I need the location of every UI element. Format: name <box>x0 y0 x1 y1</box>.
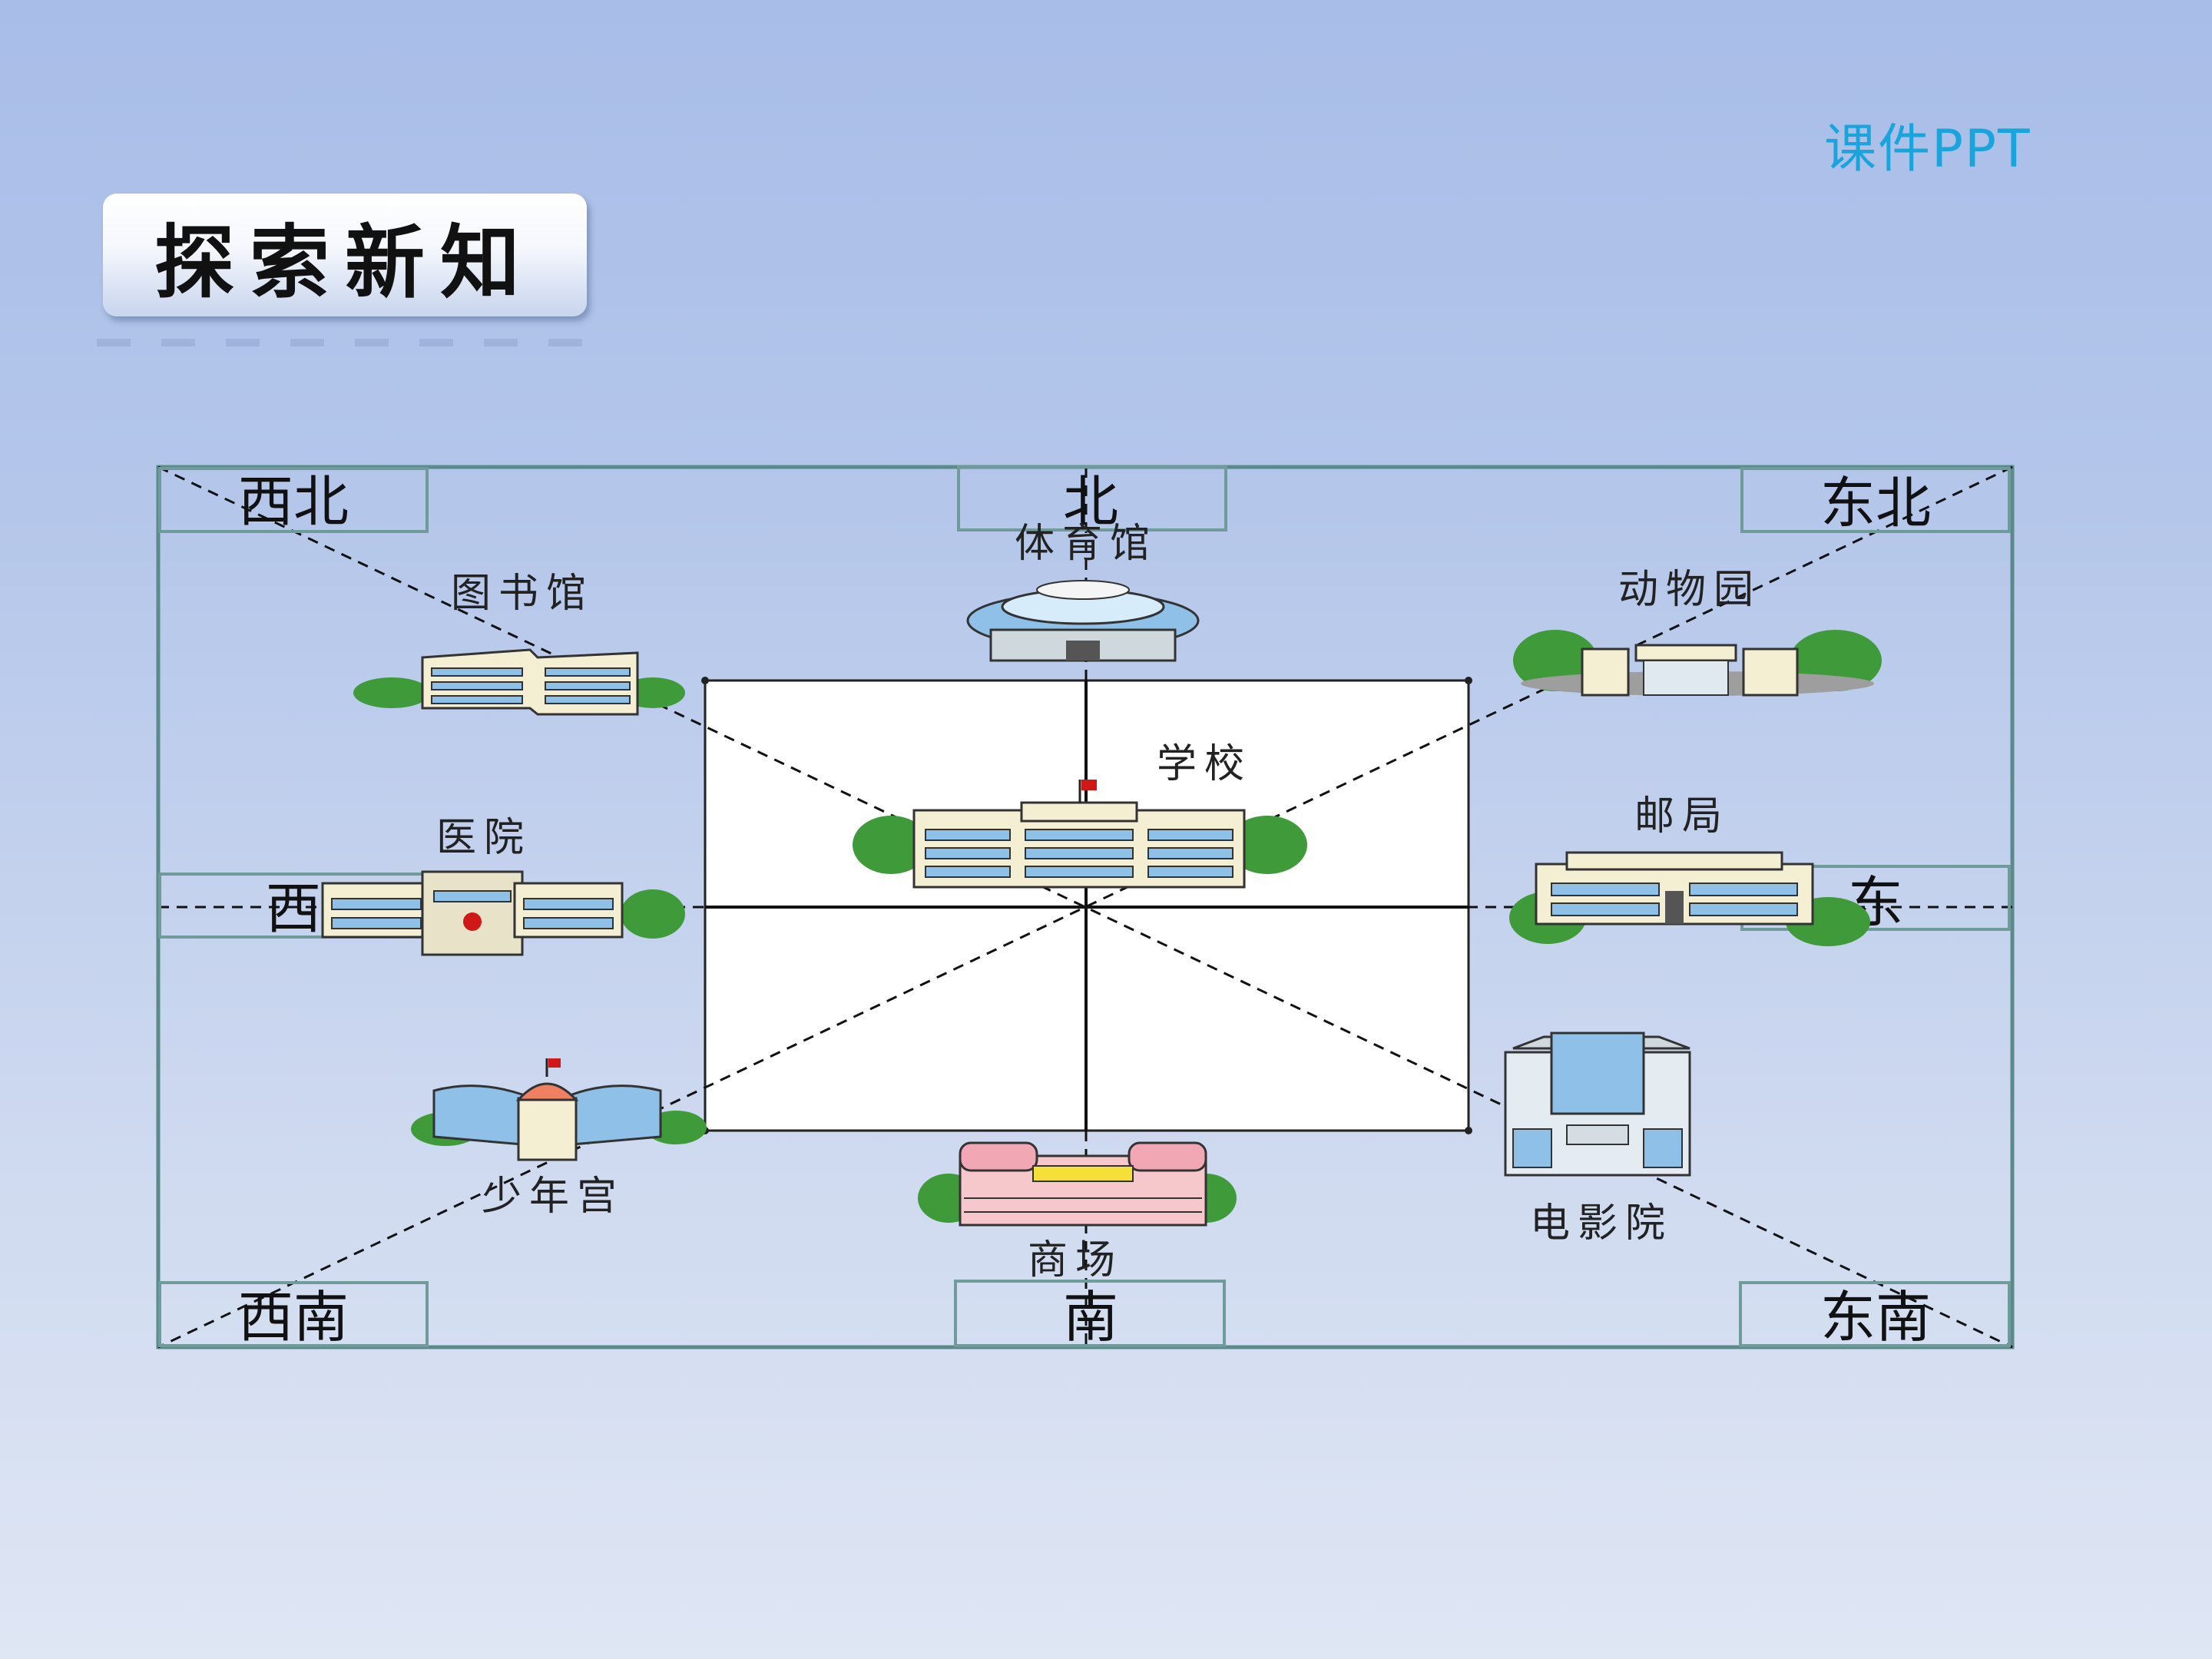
northeast-label-box <box>1740 467 2011 533</box>
place-northeast: 动物园 <box>1618 567 1761 613</box>
place-south: 商场 <box>1028 1237 1123 1283</box>
stadium-icon <box>966 580 1200 662</box>
place-northwest: 图书馆 <box>451 571 594 617</box>
zoo-icon <box>1513 630 1882 697</box>
direction-northeast: 东北 <box>1820 471 1931 535</box>
school-icon <box>853 780 1307 889</box>
place-east: 邮局 <box>1634 793 1730 839</box>
northwest-label-box <box>158 467 429 533</box>
direction-northwest: 西北 <box>238 469 349 534</box>
section-title-box: 探索新知 <box>103 194 587 316</box>
direction-southwest: 西南 <box>238 1285 349 1349</box>
place-southeast: 电影院 <box>1530 1200 1673 1247</box>
library-icon <box>353 648 685 716</box>
section-title: 探索新知 <box>154 214 535 310</box>
north-label-box <box>957 465 1227 531</box>
direction-southeast: 东南 <box>1820 1285 1931 1349</box>
direction-south: 南 <box>1063 1285 1118 1349</box>
shopping-mall-icon <box>918 1141 1237 1227</box>
southeast-label-box <box>1739 1281 2011 1347</box>
south-label-box <box>954 1280 1226 1347</box>
place-southwest: 少年宫 <box>482 1174 624 1220</box>
direction-lines <box>157 465 2013 1349</box>
place-west: 医院 <box>436 815 531 861</box>
hospital-icon <box>321 870 685 956</box>
direction-north: 北 <box>1063 469 1118 534</box>
youth-palace-icon <box>411 1058 707 1161</box>
direction-west: 西 <box>266 876 321 941</box>
post-office-icon <box>1509 851 1870 946</box>
title-underline <box>97 339 588 346</box>
place-north: 体育馆 <box>1015 521 1157 567</box>
place-center: 学校 <box>1157 741 1252 787</box>
cinema-icon <box>1504 1031 1691 1177</box>
southwest-label-box <box>158 1281 429 1347</box>
